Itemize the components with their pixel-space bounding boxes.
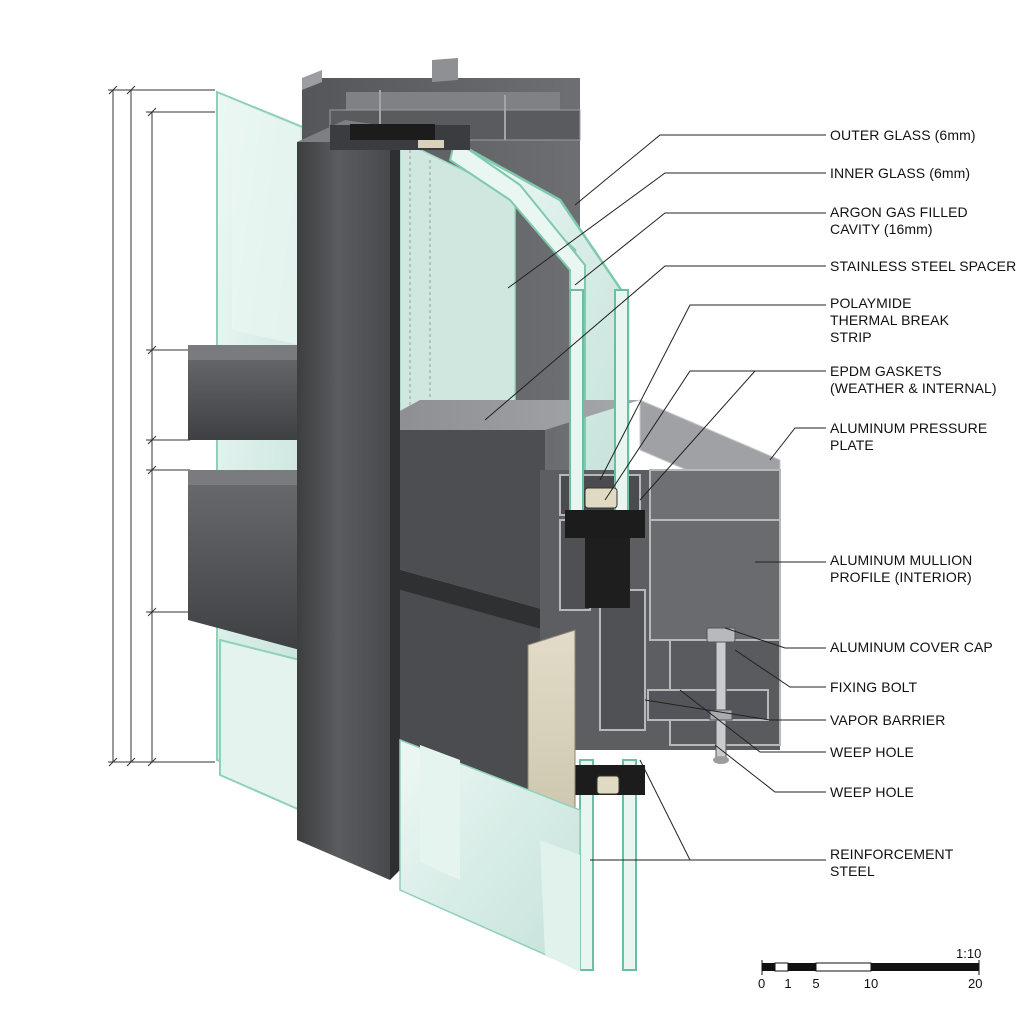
scale-segment xyxy=(762,963,775,971)
fixing-bolt-shape xyxy=(706,627,736,764)
callout-weep-hole-2: WEEP HOLE xyxy=(830,784,914,800)
spacers xyxy=(584,487,620,795)
scale-segment xyxy=(871,963,979,971)
callout-reinforcement-steel: REINFORCEMENT STEEL xyxy=(830,846,954,879)
front-mullion-cap xyxy=(297,120,400,880)
section-glass-edges xyxy=(569,289,637,971)
scale-label-20: 20 xyxy=(968,976,983,991)
scale-label-10: 10 xyxy=(863,976,879,991)
callout-outer-glass: OUTER GLASS (6mm) xyxy=(830,127,976,143)
left-glass-panes xyxy=(216,90,311,812)
callout-weep-hole-1: WEEP HOLE xyxy=(830,744,914,760)
callout-pressure-plate: ALUMINUM PRESSURE PLATE xyxy=(830,420,988,453)
dimension-lines xyxy=(108,85,215,767)
scale-label-5: 5 xyxy=(812,976,820,991)
scale-label-1: 1 xyxy=(784,976,792,991)
callout-mullion-profile: ALUMINUM MULLION PROFILE (INTERIOR) xyxy=(830,552,973,585)
scale-ratio: 1:10 xyxy=(956,946,982,961)
callout-inner-glass: INNER GLASS (6mm) xyxy=(830,165,971,181)
callout-fixing-bolt: FIXING BOLT xyxy=(830,679,918,695)
scale-segment xyxy=(815,962,872,972)
lower-glass-panes xyxy=(399,738,581,972)
scale-bar xyxy=(761,960,980,975)
insulation-infill xyxy=(527,629,576,811)
scale-segment xyxy=(788,963,816,971)
gaskets-thermal-break xyxy=(565,510,645,795)
scale-label-0: 0 xyxy=(758,976,766,991)
leader-lines xyxy=(484,134,826,861)
scale-segment xyxy=(774,962,789,972)
callout-vapor-barrier: VAPOR BARRIER xyxy=(830,712,946,728)
callout-cover-cap: ALUMINUM COVER CAP xyxy=(830,639,993,655)
callout-spacer: STAINLESS STEEL SPACER xyxy=(830,258,1017,274)
callout-epdm-gaskets: EPDM GASKETS (WEATHER & INTERNAL) xyxy=(830,363,997,396)
callout-thermal-break: POLAYMIDE THERMAL BREAK STRIP xyxy=(830,295,950,345)
callout-argon-cavity: ARGON GAS FILLED CAVITY (16mm) xyxy=(830,204,968,237)
top-section-detail xyxy=(330,124,470,150)
